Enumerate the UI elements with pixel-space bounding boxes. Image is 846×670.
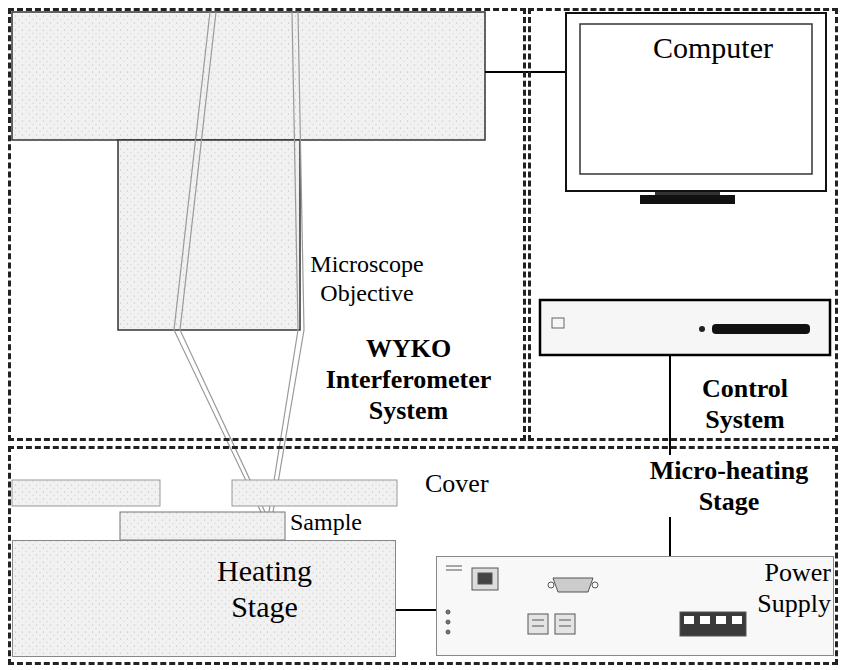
tower-icon [552, 318, 564, 328]
tower-button [699, 326, 705, 332]
computer-tower [540, 300, 830, 355]
cover-plate [12, 480, 160, 506]
node-label: WYKO Interferometer System [301, 333, 516, 427]
system-region: Control System Computer [528, 8, 838, 441]
microscope-objective [118, 140, 300, 330]
part-label: Microscope Objective [296, 250, 438, 308]
node-label: Control System [670, 373, 820, 435]
monitor-screen [580, 24, 812, 174]
part-label: Cover [425, 468, 515, 499]
system-region: Micro-heating StageHeating Stage Power Su… [8, 446, 838, 665]
node-label: Computer [653, 30, 813, 66]
node-label: Heating Stage [197, 553, 332, 625]
heating-stage: Heating Stage [12, 540, 396, 657]
part-label: Sample [290, 508, 390, 537]
drive-slot [712, 324, 810, 334]
signal-wire [485, 71, 528, 73]
connector-line [526, 71, 565, 73]
connector-line [396, 609, 436, 611]
sample [120, 512, 285, 540]
cover-plate [232, 480, 397, 506]
heating-stage-fill [12, 540, 396, 657]
power-supply-fill [436, 556, 834, 656]
terminal-block [684, 616, 742, 624]
light-beam [174, 12, 304, 512]
system-region: WYKO Interferometer System [8, 8, 526, 441]
power-panel-details [446, 566, 746, 636]
monitor-base [640, 195, 735, 204]
signal-wire [669, 355, 671, 441]
power-supply: Power Supply [436, 556, 834, 656]
computer-monitor: Computer [565, 12, 827, 192]
node-label: Power Supply [703, 557, 831, 619]
node-label: Micro-heating Stage [629, 455, 829, 517]
microscope-body [12, 12, 485, 140]
